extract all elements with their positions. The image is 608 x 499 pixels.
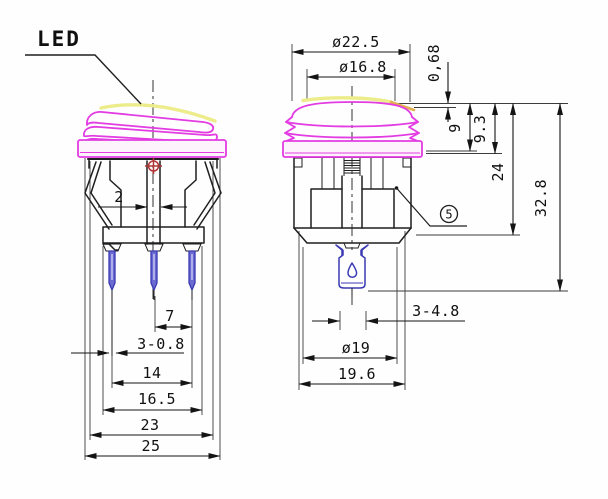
left-extension-lines bbox=[84, 158, 221, 460]
right-view: 5 ø22.5 ø16.8 0,68 9 9.3 24 32.8 3-4.8 ø… bbox=[282, 33, 568, 390]
right-spade-terminal bbox=[335, 244, 369, 297]
dim-body-height: 24 bbox=[489, 162, 507, 181]
dim-pin-pitch: 7 bbox=[165, 307, 175, 325]
left-bezel-flange bbox=[77, 139, 227, 158]
dim-terminal-width: 3-4.8 bbox=[412, 302, 460, 320]
left-view: LED 2 7 3-0.8 14 16.5 23 25 bbox=[25, 27, 227, 460]
led-callout: LED bbox=[25, 27, 142, 105]
dim-inner-diameter: ø16.8 bbox=[339, 58, 387, 76]
dim-outer-diameter: ø22.5 bbox=[332, 33, 380, 51]
led-position-marker bbox=[145, 158, 162, 174]
left-dimensions: 2 7 3-0.8 14 16.5 23 25 bbox=[71, 188, 221, 460]
dim-slot-width: 2 bbox=[114, 188, 124, 206]
dim-bezel-height: 9 bbox=[446, 123, 464, 133]
dim-pin-span: 14 bbox=[142, 364, 161, 382]
dim-lower-body-width: 16.5 bbox=[138, 390, 176, 408]
dim-bezel-width: 25 bbox=[141, 437, 160, 455]
balloon-number: 5 bbox=[445, 208, 452, 222]
balloon-callout: 5 bbox=[394, 186, 467, 227]
right-dimensions: ø22.5 ø16.8 0,68 9 9.3 24 32.8 3-4.8 ø19… bbox=[291, 33, 564, 388]
dim-body-depth: 19.6 bbox=[338, 365, 376, 383]
right-bezel-flange bbox=[282, 140, 423, 158]
led-leader-line bbox=[25, 54, 142, 105]
dim-body-width: 23 bbox=[140, 416, 159, 434]
left-terminal-pins bbox=[108, 250, 196, 356]
dim-total-height: 32.8 bbox=[532, 179, 550, 217]
dim-lip-height: 0,68 bbox=[425, 44, 443, 82]
dim-bezel-height-alt: 9.3 bbox=[471, 115, 489, 144]
dim-barrel-diameter: ø19 bbox=[342, 339, 371, 357]
right-extension-lines bbox=[291, 44, 568, 390]
led-label: LED bbox=[37, 27, 81, 51]
dim-pin-thickness: 3-0.8 bbox=[137, 335, 185, 353]
